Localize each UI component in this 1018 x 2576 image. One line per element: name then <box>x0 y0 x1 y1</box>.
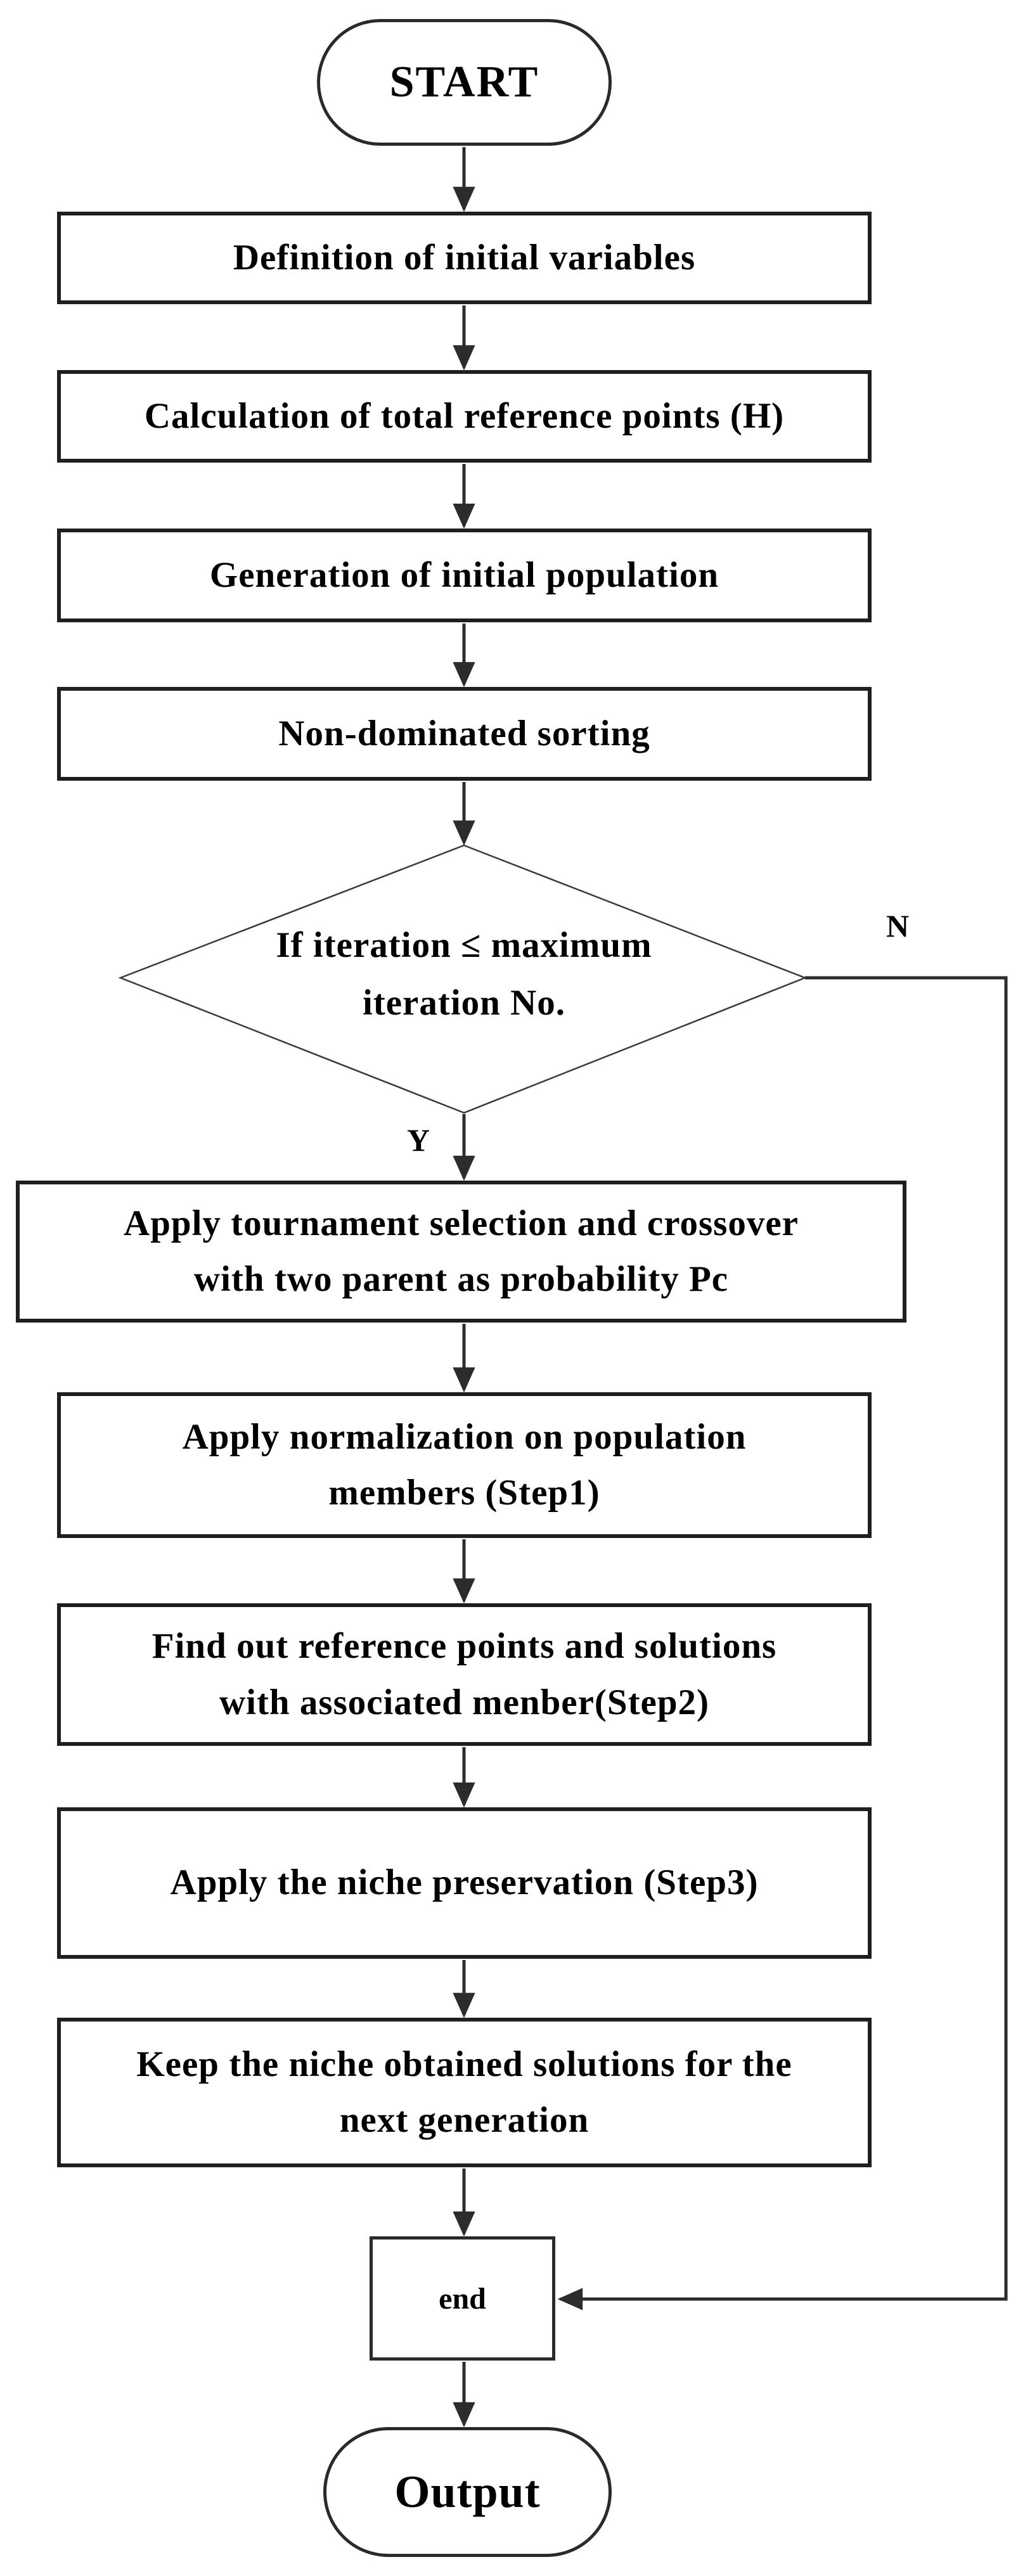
normalization-line1: Apply normalization on population <box>182 1416 747 1457</box>
process-non-dominated-sorting: Non-dominated sorting <box>57 687 872 781</box>
process-generation-initial-population: Generation of initial population <box>57 529 872 622</box>
process-tournament-selection-crossover: Apply tournament selection and crossover… <box>16 1181 906 1323</box>
terminator-start: START <box>317 19 612 146</box>
tournament-line1: Apply tournament selection and crossover <box>124 1203 799 1243</box>
normalization-line2: members (Step1) <box>328 1473 600 1513</box>
keep-line1: Keep the niche obtained solutions for th… <box>136 2044 792 2084</box>
decision-line2: iteration No. <box>362 983 566 1023</box>
process-keep-niche-solutions: Keep the niche obtained solutions for th… <box>57 2018 872 2167</box>
niche-label: Apply the niche preservation (Step3) <box>170 1862 759 1903</box>
process-definition-initial-variables: Definition of initial variables <box>57 212 872 304</box>
decision-iteration-check: If iteration ≤ maximum iteration No. <box>210 916 718 1032</box>
process-calculation-reference-points: Calculation of total reference points (H… <box>57 370 872 463</box>
terminator-output: Output <box>323 2427 612 2557</box>
tournament-line2: with two parent as probability Pc <box>193 1259 729 1299</box>
process-find-reference-points: Find out reference points and solutions … <box>57 1603 872 1746</box>
findref-line1: Find out reference points and solutions <box>151 1626 777 1667</box>
definition-label: Definition of initial variables <box>233 237 696 278</box>
process-end: end <box>370 2236 555 2361</box>
sorting-label: Non-dominated sorting <box>278 713 650 753</box>
process-niche-preservation: Apply the niche preservation (Step3) <box>57 1807 872 1959</box>
generation-label: Generation of initial population <box>209 554 719 595</box>
keep-line2: next generation <box>339 2100 590 2140</box>
calculation-label: Calculation of total reference points (H… <box>144 395 785 436</box>
process-normalization: Apply normalization on population member… <box>57 1392 872 1538</box>
end-label: end <box>439 2281 486 2316</box>
start-label: START <box>389 58 539 106</box>
label-no: N <box>886 908 910 944</box>
output-label: Output <box>394 2466 541 2517</box>
findref-line2: with associated menber(Step2) <box>219 1682 710 1722</box>
decision-line1: If iteration ≤ maximum <box>276 925 652 965</box>
label-yes: Y <box>406 1122 430 1158</box>
